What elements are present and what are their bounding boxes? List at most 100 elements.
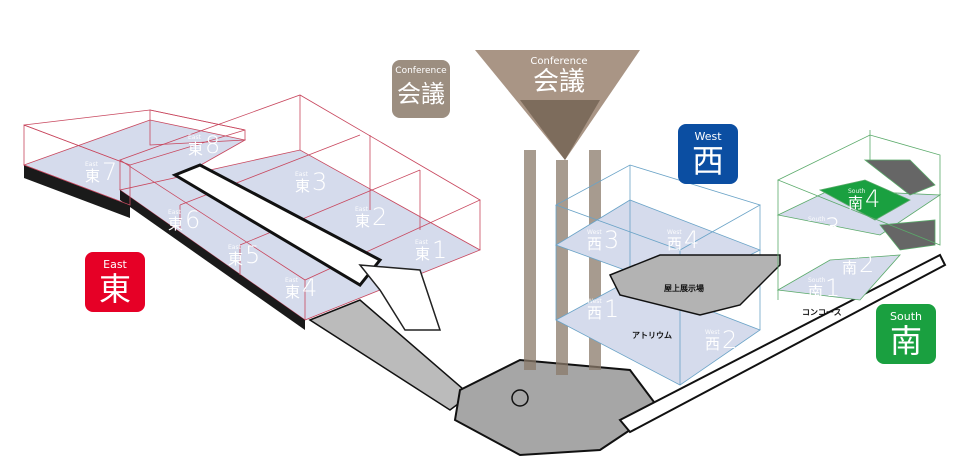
hall-number: 1 — [604, 295, 620, 323]
hall-en: East — [188, 134, 201, 141]
hall-en: West — [667, 229, 682, 236]
conference-badge-kanji: 会議 — [397, 80, 445, 108]
hall-en: South — [808, 277, 826, 284]
rooftop-exhibition — [608, 254, 781, 316]
south-halls-graphic — [776, 130, 942, 301]
hall-en: West — [587, 298, 602, 305]
conference-pillars — [524, 150, 601, 375]
hall-number: 5 — [245, 241, 261, 269]
hall-en: South — [808, 216, 826, 223]
hall-number: 4 — [684, 226, 700, 254]
hall-kanji-char: 東 — [188, 140, 204, 158]
hall-kanji-char: 東 — [285, 283, 301, 301]
hall-kanji-char: 南 — [808, 283, 824, 301]
hall-en: East — [415, 239, 428, 246]
hall-kanji-char: 西 — [705, 335, 721, 353]
hall-kanji-char: 東 — [168, 215, 184, 233]
hall-number: 2 — [372, 203, 388, 231]
hall-en: East — [285, 277, 298, 284]
hall-kanji-char: 西 — [587, 304, 603, 322]
hall-number: 1 — [825, 274, 841, 302]
hall-en: South — [848, 188, 866, 195]
hall-kanji-char: 南 — [842, 259, 858, 277]
hall-en: East — [85, 161, 98, 168]
hall-en: East — [295, 171, 308, 178]
hall-number: 1 — [432, 236, 448, 264]
conference-badge-en: Conference — [395, 66, 447, 76]
hall-number: 3 — [825, 213, 841, 241]
atrium-label: アトリウム — [632, 331, 672, 340]
west-badge-kanji: 西 — [691, 142, 724, 180]
hall-number: 3 — [604, 226, 620, 254]
hall-number: 6 — [185, 206, 201, 234]
rooftop-exhibition-label: 屋上展示場 — [664, 284, 704, 293]
hall-number: 2 — [722, 326, 738, 354]
hall-kanji-char: 西 — [587, 235, 603, 253]
west-badge-en: West — [694, 130, 722, 143]
conference-tower-kanji: 会議 — [532, 67, 585, 97]
hall-en: West — [705, 329, 720, 336]
hall-en: East — [168, 209, 181, 216]
east-corridor — [171, 163, 383, 287]
hall-en: South — [842, 253, 860, 260]
concourse-label: コンコース — [802, 308, 842, 317]
hall-kanji-char: 南 — [848, 194, 864, 212]
hall-number: 8 — [205, 131, 221, 159]
south-badge-kanji: 南 — [889, 322, 922, 360]
conference-tower-en: Conference — [530, 56, 588, 67]
hall-en: West — [587, 229, 602, 236]
hall-number: 3 — [312, 168, 328, 196]
east-badge-en: East — [103, 258, 127, 271]
hall-kanji-char: 東 — [85, 167, 101, 185]
conference-badge[interactable]: Conference 会議 — [392, 60, 450, 118]
hall-kanji-char: 東 — [295, 177, 311, 195]
hall-en: East — [355, 206, 368, 213]
hall-number: 7 — [102, 158, 118, 186]
hall-number: 2 — [859, 250, 875, 278]
east-badge-kanji: 東 — [98, 270, 131, 308]
hall-kanji-char: 東 — [415, 245, 431, 263]
hall-kanji-char: 南 — [808, 222, 824, 240]
hall-en: East — [228, 244, 241, 251]
hall-kanji-char: 西 — [667, 235, 683, 253]
hall-number: 4 — [865, 185, 881, 213]
hall-number: 4 — [302, 274, 318, 302]
